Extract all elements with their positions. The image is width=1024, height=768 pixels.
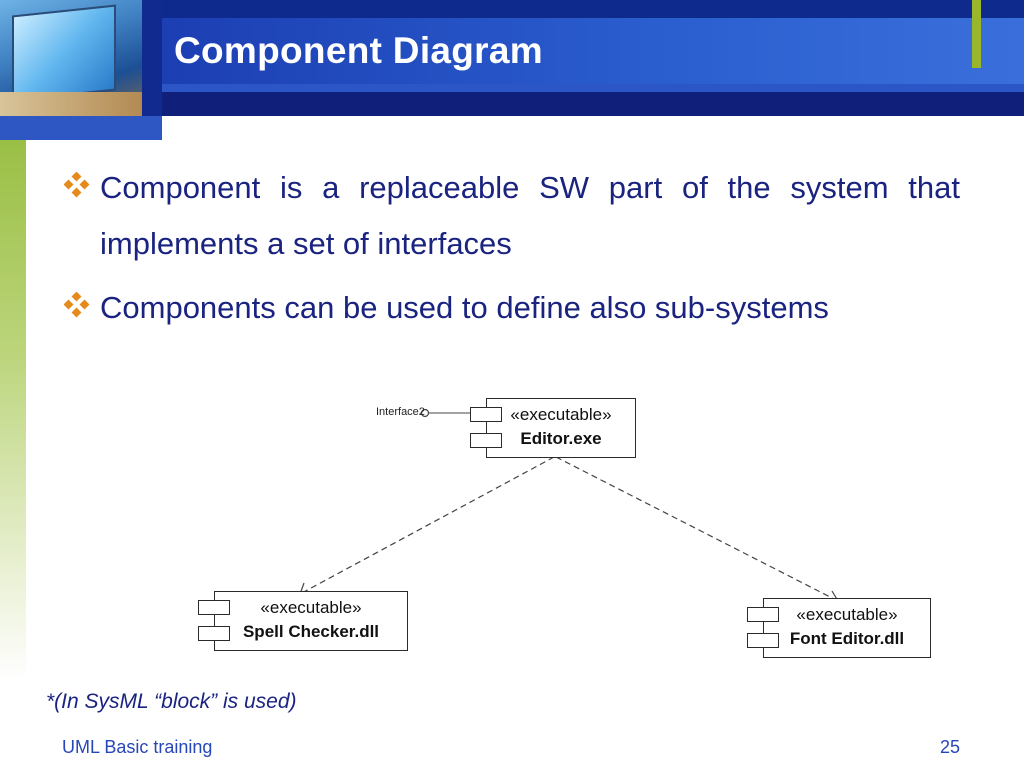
title-bar-stripe [162,84,1024,92]
component-port [747,607,779,622]
diamond-bullet-icon [63,280,100,336]
component-name: Editor.exe [520,429,602,448]
component-port [198,600,230,615]
bullet-item: Component is a replaceable SW part of th… [63,160,960,272]
bullet-item: Components can be used to define also su… [63,280,960,336]
component-port [198,626,230,641]
component-stereotype: «executable» [510,405,612,424]
title-bar-top-band [162,0,1024,18]
component-stereotype: «executable» [796,605,898,624]
monitor-desk [0,92,142,116]
monitor-photo [0,0,142,116]
footer-label: UML Basic training [62,737,213,757]
component-port [747,633,779,648]
bullet-text: Components can be used to define also su… [100,290,829,325]
title-bar-gradient [162,18,1024,84]
component-port [470,407,502,422]
component-editor: «executable» Editor.exe [470,398,636,458]
diamond-bullet-icon [63,160,100,272]
component-name: Spell Checker.dll [242,622,380,641]
interface-label: Interface2 [376,406,425,418]
component-spell-checker: «executable» Spell Checker.dll [198,591,408,651]
left-gradient-bar [0,140,26,680]
footnote: *(In SysML “block” is used) [46,690,297,713]
bullet-text: Component is a replaceable SW part of th… [100,170,960,261]
title-bar-lower-band [162,92,1024,116]
interface-lollipop-circle [420,408,430,418]
photo-bottom-band [0,116,162,140]
component-port [470,433,502,448]
page-title: Component Diagram [174,30,543,71]
component-name: Font Editor.dll [789,629,905,648]
green-accent-bar [972,0,981,68]
component-font-editor: «executable» Font Editor.dll [747,598,931,658]
dependency-arrow-spell [299,456,555,595]
dependency-arrow-font [555,456,839,602]
page-number: 25 [940,737,961,757]
component-stereotype: «executable» [260,598,362,617]
